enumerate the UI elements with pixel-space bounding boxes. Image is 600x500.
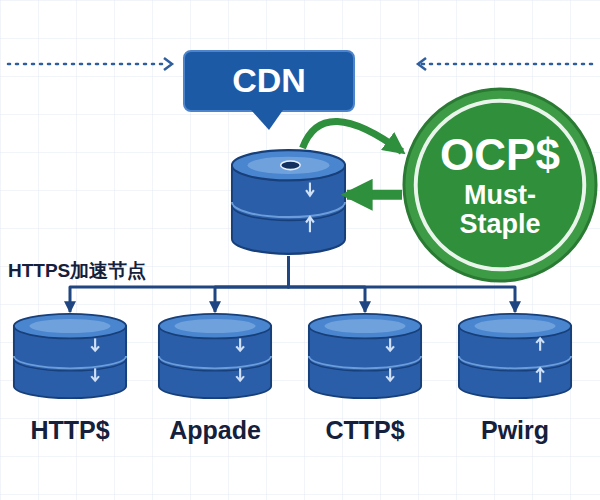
tree-connector — [70, 256, 289, 312]
badge-circle: OCP$Must-Staple — [402, 87, 598, 283]
cylinder-top — [14, 314, 126, 339]
database-node: HTTPS加速节点 — [230, 148, 347, 256]
cylinder-top — [232, 150, 345, 180]
node-label: HTTP$ — [0, 416, 148, 445]
database-node: Pwirg — [457, 312, 573, 447]
cylinder-top-shine — [474, 319, 555, 333]
flow-arrow-tip — [306, 190, 314, 195]
database-cylinder — [12, 312, 128, 400]
dotted-flow-line — [8, 63, 168, 66]
cylinder-band-shadow — [309, 359, 421, 371]
flow-arrow-tip — [386, 376, 394, 380]
bubble-pointer — [247, 110, 287, 132]
database-node: CTTP$ — [307, 312, 423, 447]
badge-title: OCP$ — [430, 130, 570, 181]
flow-arrow-tip — [236, 346, 244, 350]
cylinder-top-shine — [29, 319, 110, 333]
flow-arrow-tip — [386, 346, 394, 350]
cylinder-top — [309, 314, 421, 339]
cylinder-top-shine — [248, 157, 330, 174]
cylinder-band-shadow — [159, 359, 271, 371]
green-flow-arrow — [347, 190, 402, 200]
green-flow-arrow — [303, 121, 402, 151]
flow-arrow-tip — [536, 338, 544, 342]
callout-title: CDN — [232, 62, 306, 99]
dotted-flow-line — [422, 63, 592, 66]
tree-connector — [289, 256, 366, 312]
database-node: HTTP$ — [12, 312, 128, 447]
flow-arrow-tip — [536, 368, 544, 372]
cylinder-hole — [281, 161, 301, 170]
flow-arrow-tip — [236, 376, 244, 380]
cylinder-band — [159, 356, 271, 368]
badge-subtitle: Must-Staple — [430, 181, 570, 240]
flow-arrow-tip — [91, 346, 99, 350]
node-label: HTTPS加速节点 — [8, 258, 146, 284]
tree-connector — [289, 256, 516, 312]
flow-arrow-tip — [306, 217, 314, 222]
dotted-flow-head — [164, 58, 172, 70]
cylinder-band — [14, 356, 126, 368]
node-label: CTTP$ — [287, 416, 443, 445]
dotted-flow-head — [418, 58, 426, 70]
cylinder-band — [309, 356, 421, 368]
flow-arrow-tip — [91, 376, 99, 380]
cylinder-band-shadow — [459, 359, 571, 371]
cylinder-band — [459, 356, 571, 368]
callout-bubble: CDN — [183, 50, 355, 112]
cylinder-top — [459, 314, 571, 339]
cylinder-band-shadow — [14, 359, 126, 371]
tree-connector — [215, 256, 289, 312]
cylinder-top-shine — [324, 319, 405, 333]
bubble-pointer-shape — [251, 110, 283, 130]
database-cylinder — [457, 312, 573, 400]
cylinder-band-shadow — [232, 205, 345, 220]
database-node: Appade — [157, 312, 273, 447]
badge-outer — [404, 89, 596, 281]
cylinder-band — [232, 202, 345, 217]
database-cylinder — [307, 312, 423, 400]
badge-ring — [416, 101, 585, 270]
node-label: Appade — [137, 416, 293, 445]
cylinder-top — [159, 314, 271, 339]
database-cylinder — [230, 148, 347, 256]
node-label: Pwirg — [437, 416, 593, 445]
database-cylinder — [157, 312, 273, 400]
cylinder-top-shine — [174, 319, 255, 333]
